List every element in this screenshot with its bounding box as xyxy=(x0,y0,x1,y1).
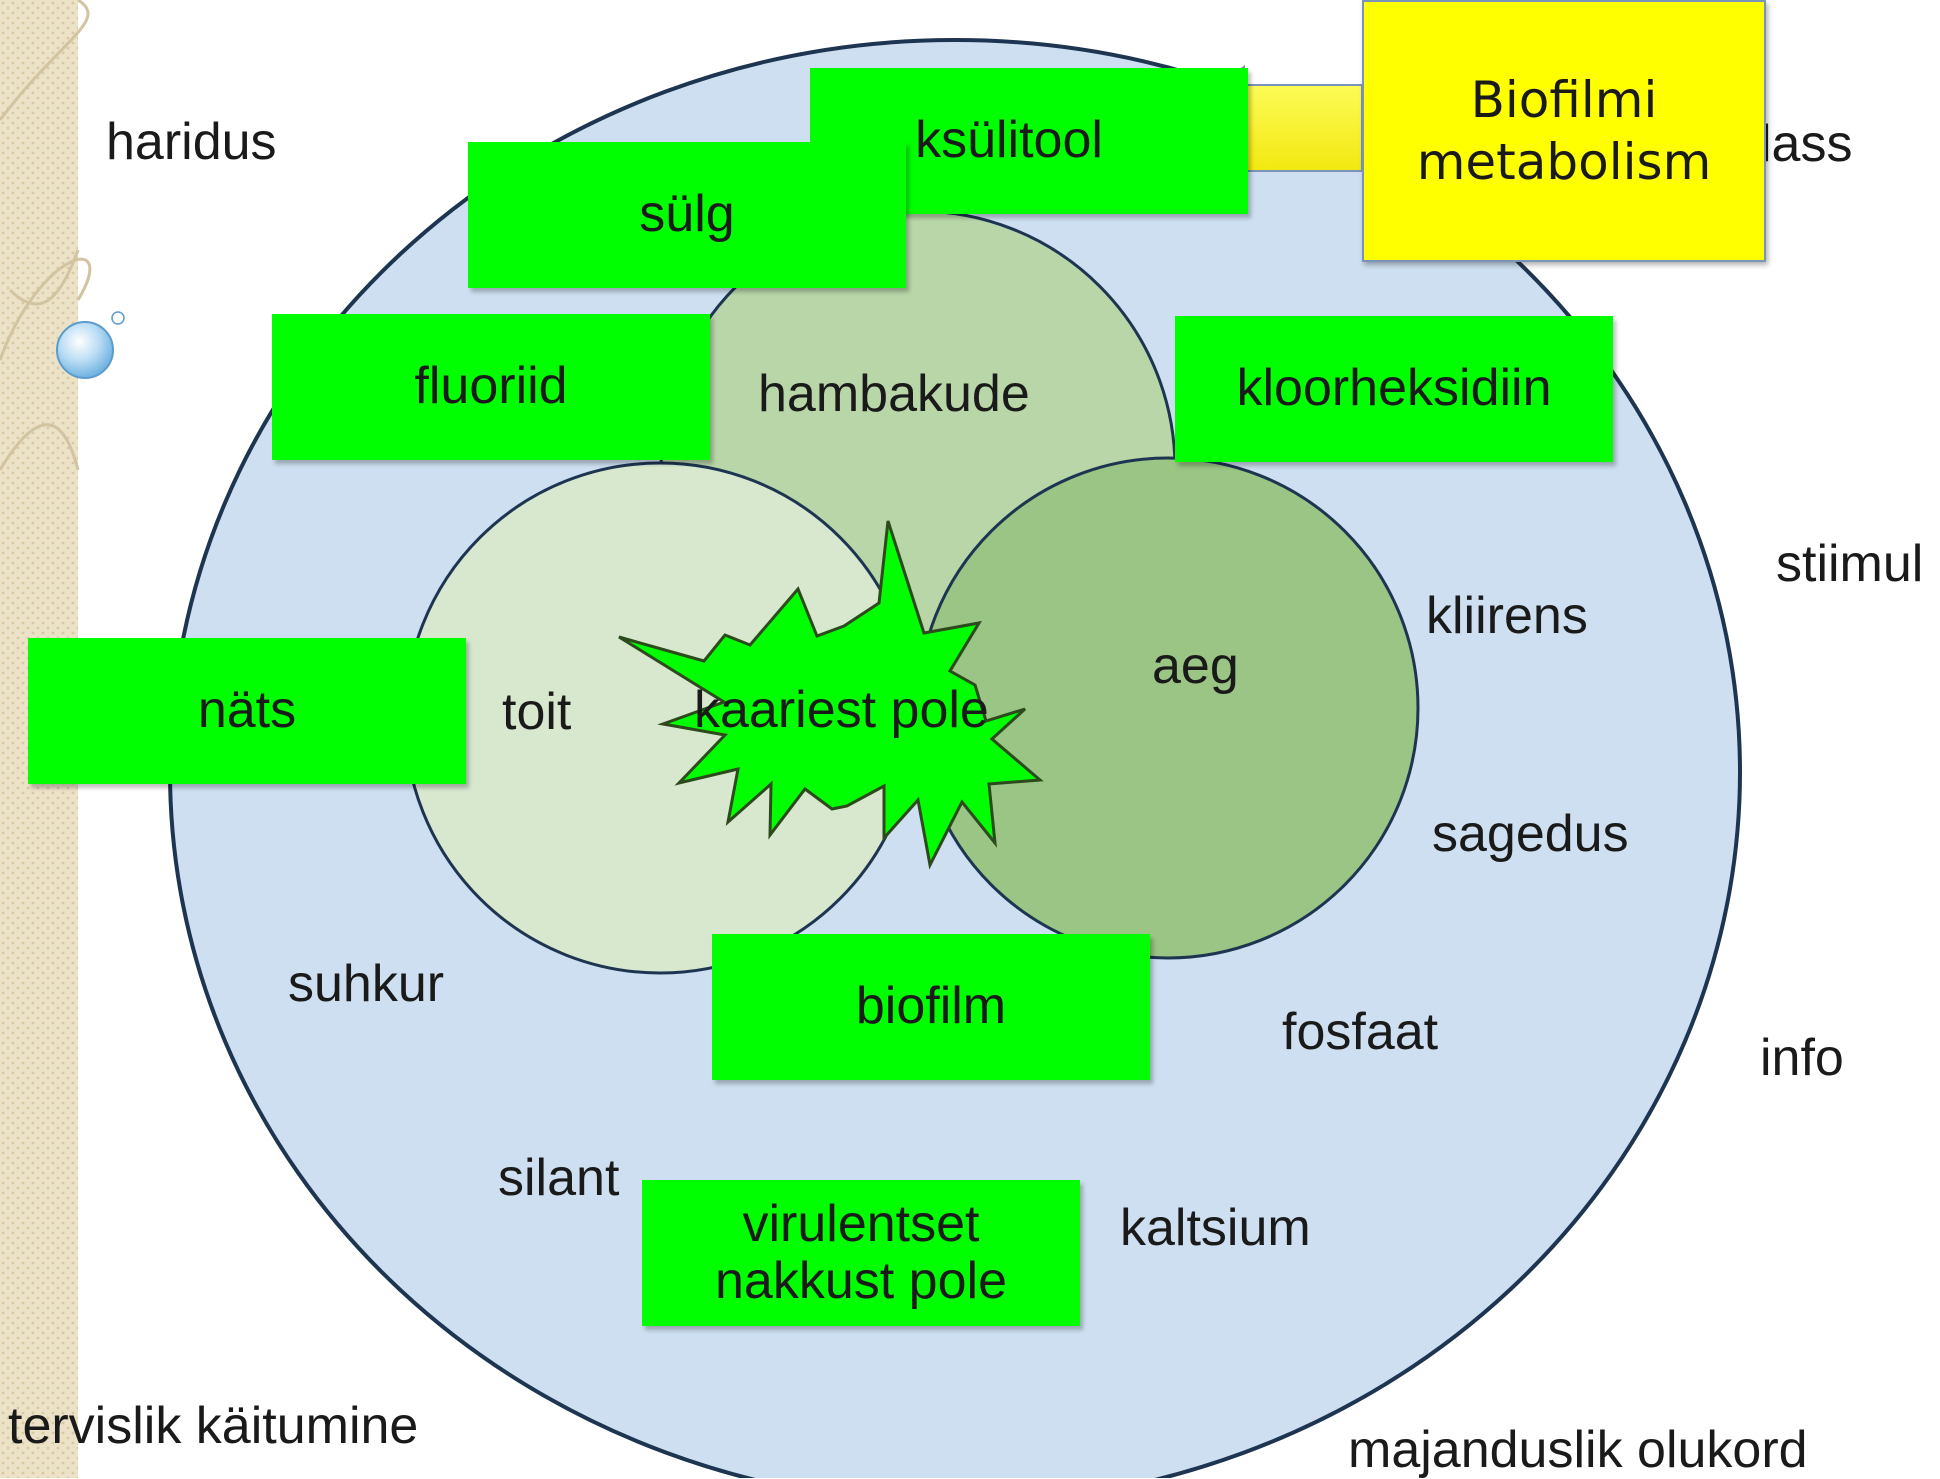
label-suhkur: suhkur xyxy=(288,955,445,1013)
label-info: info xyxy=(1760,1029,1844,1087)
virulentset-line1: virulentset xyxy=(742,1194,980,1253)
box-biofilm: biofilm xyxy=(712,934,1150,1080)
sidebar-swirl xyxy=(8,249,80,306)
label-toit: toit xyxy=(502,683,572,741)
box-kloorheksidiin: kloorheksidiin xyxy=(1175,316,1613,462)
decorative-bubble xyxy=(56,321,114,379)
label-lass: lass xyxy=(1760,115,1853,173)
kloorheksidiin-label: kloorheksidiin xyxy=(1236,359,1552,418)
decorative-bubble-small xyxy=(111,311,125,325)
label-silant: silant xyxy=(498,1149,620,1207)
callout-line1: Biofilmi xyxy=(1470,70,1658,129)
sidebar-swirl xyxy=(0,257,92,361)
sidebar-swirl xyxy=(0,423,80,471)
virulentset-line2: nakkust pole xyxy=(715,1252,1007,1310)
aeg-circle xyxy=(916,456,1420,960)
box-virulentset: virulentset nakkust pole xyxy=(642,1180,1080,1326)
label-kaltsium: kaltsium xyxy=(1120,1199,1311,1257)
label-tervislik-kaitumine: tervislik käitumine xyxy=(8,1397,419,1455)
label-hambakude: hambakude xyxy=(758,365,1030,423)
nats-label: näts xyxy=(197,681,297,740)
box-fluoriid: fluoriid xyxy=(272,314,710,460)
box-nats: näts xyxy=(28,638,466,784)
label-aeg: aeg xyxy=(1152,637,1239,695)
label-sagedus: sagedus xyxy=(1432,805,1629,863)
label-kaariest-pole: kaariest pole xyxy=(694,681,989,739)
label-fosfaat: fosfaat xyxy=(1282,1003,1439,1061)
biofilm-label: biofilm xyxy=(855,977,1007,1036)
label-kliirens: kliirens xyxy=(1426,587,1588,645)
fluoriid-label: fluoriid xyxy=(414,357,568,416)
center-starburst xyxy=(618,520,1044,870)
label-majanduslik-olukord: majanduslik olukord xyxy=(1348,1421,1808,1479)
callout-line2: metabolism xyxy=(1416,133,1712,191)
box-sulg: sülg xyxy=(468,142,906,288)
ksulitool-label: ksülitool xyxy=(915,111,1103,170)
callout-biofilmi-metabolism: Biofilmi metabolism xyxy=(1362,0,1766,262)
label-stiimul: stiimul xyxy=(1776,535,1924,593)
sidebar-swirl xyxy=(0,0,90,121)
label-haridus: haridus xyxy=(106,113,277,171)
sulg-label: sülg xyxy=(639,185,735,244)
